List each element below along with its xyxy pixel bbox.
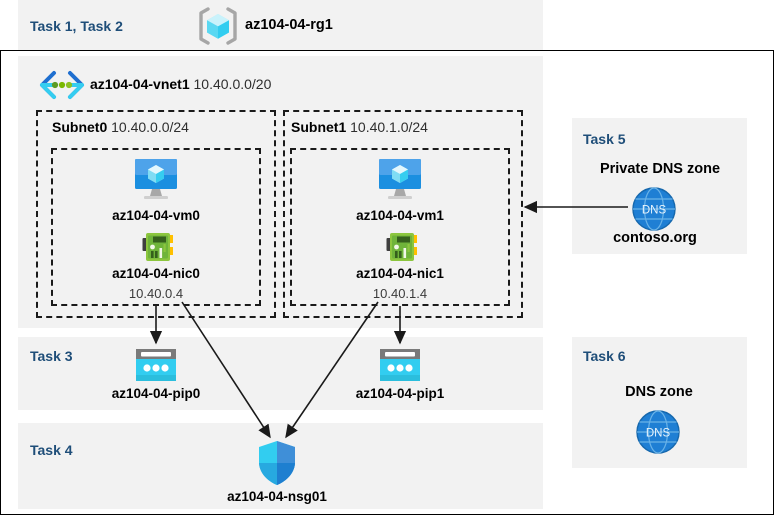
subnet0-label: Subnet0 — [52, 119, 108, 135]
dns-zone-heading: DNS zone — [625, 384, 693, 400]
task-label-5: Task 5 — [583, 131, 626, 147]
subnet0-cidr: 10.40.0.0/24 — [111, 119, 189, 135]
vm1-name: az104-04-vm1 — [356, 208, 444, 223]
svg-text:DNS: DNS — [642, 205, 667, 217]
resource-group-name: az104-04-rg1 — [245, 17, 333, 33]
nic1-name: az104-04-nic1 — [356, 266, 444, 281]
task-label-1-2: Task 1, Task 2 — [30, 18, 123, 34]
network-interface-icon — [385, 231, 419, 263]
vnet-panel — [18, 56, 543, 328]
subnet1-label: Subnet1 — [291, 119, 347, 135]
task-label-3: Task 3 — [30, 348, 73, 364]
subnet0-inner-box — [51, 148, 261, 306]
pip1-name: az104-04-pip1 — [355, 386, 445, 401]
pip0-name: az104-04-pip0 — [111, 386, 201, 401]
dns-zone-globe-icon: DNS — [634, 408, 682, 456]
task-label-6: Task 6 — [583, 348, 626, 364]
task3-panel — [18, 337, 543, 410]
subnet1-box — [283, 110, 523, 318]
private-dns-zone-name: contoso.org — [613, 230, 697, 246]
vnet-header: az104-04-vnet1 10.40.0.0/20 — [90, 76, 271, 92]
virtual-machine-icon — [377, 157, 423, 201]
task-label-4: Task 4 — [30, 442, 73, 458]
virtual-machine-icon — [133, 157, 179, 201]
nic0-ip: 10.40.0.4 — [128, 286, 184, 301]
vnet-cidr: 10.40.0.0/20 — [193, 76, 272, 92]
subnet1-header: Subnet1 10.40.1.0/24 — [291, 119, 428, 135]
virtual-network-icon — [37, 70, 87, 100]
nic0-name: az104-04-nic0 — [112, 266, 200, 281]
dns-zone-globe-icon: DNS — [630, 185, 678, 233]
nic1-ip: 10.40.1.4 — [372, 286, 428, 301]
nsg-name: az104-04-nsg01 — [227, 489, 327, 504]
private-dns-zone-heading: Private DNS zone — [599, 161, 721, 177]
network-security-group-shield-icon — [257, 440, 297, 486]
subnet1-inner-box — [290, 148, 510, 306]
resource-group-header-panel — [18, 0, 543, 50]
subnet0-header: Subnet0 10.40.0.0/24 — [52, 119, 189, 135]
vm0-name: az104-04-vm0 — [112, 208, 200, 223]
public-ip-address-icon — [134, 347, 178, 383]
subnet1-cidr: 10.40.1.0/24 — [350, 119, 428, 135]
public-ip-address-icon — [378, 347, 422, 383]
network-interface-icon — [141, 231, 175, 263]
resource-group-cube-icon — [197, 6, 239, 46]
vnet-name: az104-04-vnet1 — [90, 76, 190, 92]
task5-panel — [572, 118, 747, 254]
svg-text:DNS: DNS — [646, 428, 671, 440]
